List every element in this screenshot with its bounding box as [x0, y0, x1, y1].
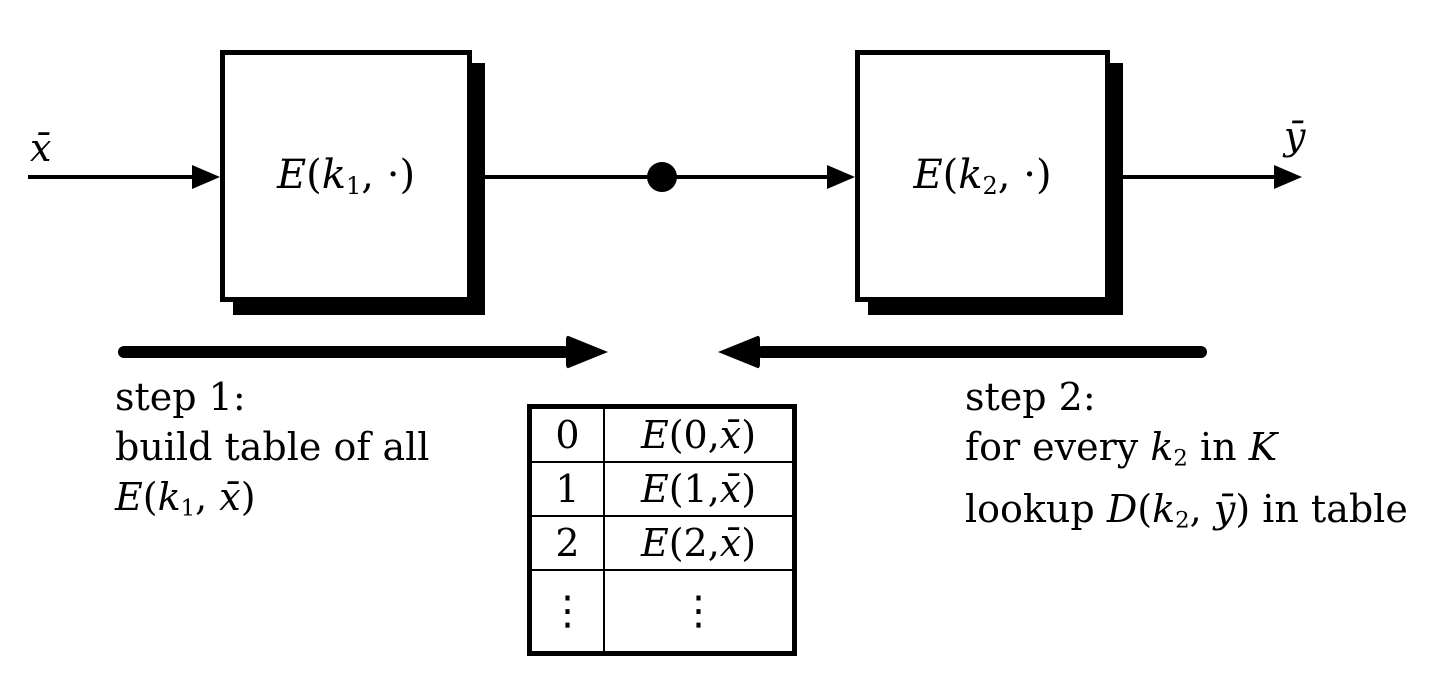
table-key-cell: 0: [532, 409, 605, 461]
math-placeholder-dot: ·: [1023, 152, 1036, 198]
step1-title: step 1:: [115, 375, 246, 419]
math-arg-var: x̄: [719, 467, 742, 511]
math-close-paren: ): [240, 475, 256, 519]
step1-caption: step 1: build table of all E(k1, x̄): [115, 372, 429, 534]
math-key-var: k: [157, 475, 181, 519]
math-subscript: 1: [346, 172, 362, 200]
input-label: x̄: [30, 126, 52, 170]
math-key-var: k: [321, 152, 346, 198]
arrowhead-right-icon: [827, 165, 855, 189]
math-args: (2,: [668, 521, 720, 565]
math-fn: E: [913, 152, 943, 198]
math-open-paren: (: [942, 152, 959, 198]
step2-line3: lookup D(k2, ȳ) in table: [965, 484, 1408, 546]
math-comma: ,: [1189, 486, 1214, 531]
step1-arrowhead-right-icon: [566, 335, 608, 369]
arrowhead-right-icon: [192, 165, 220, 189]
table-value-cell: E(1, x̄): [605, 463, 792, 515]
math-fn: E: [115, 475, 143, 519]
math-comma: ,: [997, 152, 1024, 198]
math-fn: E: [640, 521, 669, 565]
encrypt-box-2-label: E(k2, ·): [913, 152, 1051, 200]
math-arg-var: x̄: [719, 521, 742, 565]
math-key-var: k: [1152, 486, 1176, 531]
text-pre: lookup: [965, 486, 1107, 531]
math-arg-var: ȳ: [1213, 486, 1236, 531]
math-close-paren: ): [399, 152, 416, 198]
encrypt-box-2: E(k2, ·): [855, 50, 1110, 302]
math-args: (0,: [668, 413, 720, 457]
table-value-cell: E(2, x̄): [605, 517, 792, 569]
output-label: ȳ: [1284, 114, 1306, 158]
lookup-table: 0 E(0, x̄) 1 E(1, x̄) 2 E(2, x̄) ⋮ ⋮: [527, 404, 797, 656]
step1-line2: build table of all: [115, 425, 430, 469]
math-subscript: 2: [1175, 507, 1190, 534]
step1-math: E(k1, x̄): [115, 472, 429, 534]
math-arg-var: x̄: [219, 475, 241, 519]
math-comma: ,: [195, 475, 220, 519]
math-close-paren: ): [741, 467, 757, 511]
math-key-var: k: [1150, 425, 1174, 469]
table-row: 2 E(2, x̄): [532, 517, 792, 571]
math-fn: D: [1106, 486, 1138, 531]
math-subscript: 2: [982, 172, 998, 200]
math-open-paren: (: [1137, 486, 1153, 531]
table-row: 1 E(1, x̄): [532, 463, 792, 517]
step2-caption: step 2: for every k2 in K lookup D(k2, ȳ…: [965, 372, 1408, 545]
math-open-paren: (: [306, 152, 322, 198]
encrypt-box-1: E(k1, ·): [220, 50, 472, 302]
math-subscript: 1: [180, 495, 196, 522]
arrowhead-right-icon: [1274, 165, 1302, 189]
math-fn: E: [640, 467, 669, 511]
output-wire: [1110, 175, 1274, 179]
step2-line2: for every k2 in K: [965, 422, 1408, 484]
text-pre: for every: [965, 425, 1151, 469]
table-row: 0 E(0, x̄): [532, 409, 792, 463]
step1-arrow-shaft: [118, 346, 570, 358]
table-key-cell: ⋮: [532, 571, 605, 651]
math-open-paren: (: [142, 475, 158, 519]
math-placeholder-dot: ·: [386, 152, 400, 198]
table-value-cell: ⋮: [678, 588, 719, 634]
keyspace-symbol: K: [1248, 425, 1278, 469]
step2-arrow-shaft: [756, 346, 1207, 358]
math-close-paren: ): [1035, 152, 1052, 198]
step2-arrowhead-left-icon: [718, 335, 760, 369]
table-value-cell: E(0, x̄): [605, 409, 792, 461]
math-args: (1,: [668, 467, 720, 511]
math-key-var: k: [958, 152, 983, 198]
math-subscript: 2: [1173, 445, 1188, 472]
junction-dot: [647, 162, 677, 192]
math-fn: E: [276, 152, 307, 198]
text-post: in table: [1250, 486, 1408, 531]
math-close-paren: ): [741, 521, 757, 565]
math-arg-var: x̄: [719, 413, 742, 457]
text-mid: in: [1187, 425, 1249, 469]
math-fn: E: [640, 413, 669, 457]
encrypt-box-1-label: E(k1, ·): [277, 152, 415, 200]
table-key-cell: 2: [532, 517, 605, 569]
table-row: ⋮ ⋮: [532, 571, 792, 651]
table-key-cell: 1: [532, 463, 605, 515]
math-comma: ,: [361, 152, 387, 198]
math-close-paren: ): [1235, 486, 1251, 531]
input-wire: [28, 175, 194, 179]
math-close-paren: ): [741, 413, 757, 457]
step2-title: step 2:: [965, 375, 1096, 419]
